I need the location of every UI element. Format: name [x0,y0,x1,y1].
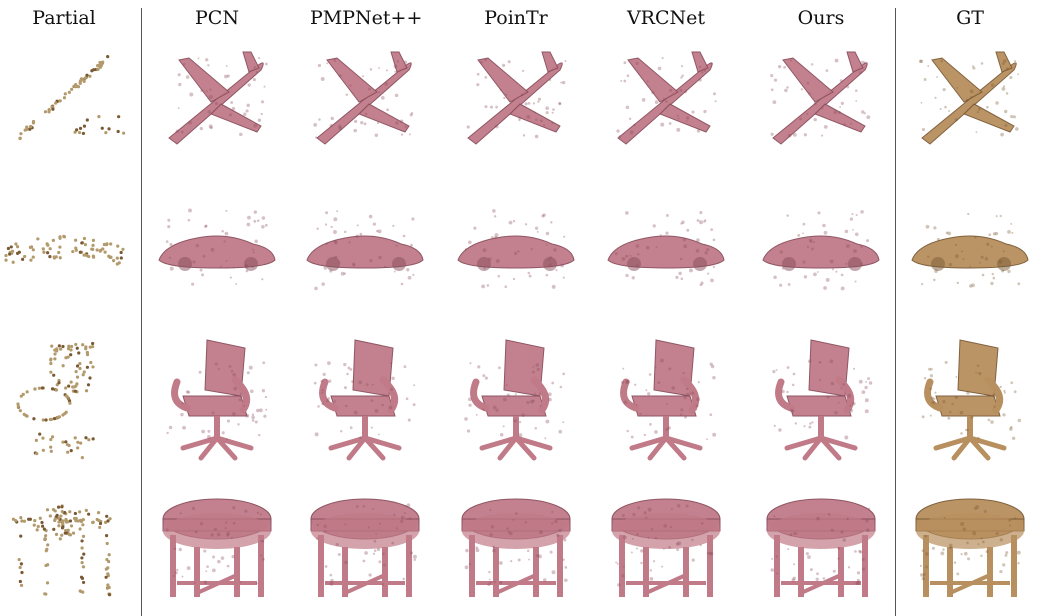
cell-chair-pointr [464,339,566,461]
cell-car-gt [911,212,1029,288]
header-pcn: PCN [195,7,239,29]
cell-chair-pmpnet [313,339,416,461]
column-separator-left [141,8,142,616]
cell-airplane-vrcnet [616,51,717,145]
cell-airplane-gt [918,51,1019,145]
cell-table-vrcnet [611,498,721,597]
cell-car-ours [762,210,880,291]
cell-airplane-pmpnet [313,51,414,145]
cell-table-partial [11,504,112,597]
cell-car-pointr [457,209,575,289]
cell-car-pcn [158,208,276,286]
cell-table-pmpnet [310,498,420,597]
cell-car-partial [4,234,125,266]
cell-chair-pcn [166,339,268,461]
cell-chair-vrcnet [620,339,717,461]
header-vrcnet: VRCNet [626,7,706,29]
cell-airplane-pointr [466,51,567,145]
column-separator-right [895,8,896,616]
header-pointr: PoinTr [484,7,548,29]
cell-airplane-ours [770,51,871,145]
cell-airplane-pcn [168,51,268,145]
cell-table-pcn [162,498,272,597]
cell-chair-gt [921,339,1022,461]
cell-table-pointr [461,498,571,597]
header-pmpnet: PMPNet++ [310,7,423,29]
header-ours: Ours [797,7,845,29]
cell-car-pmpnet [306,210,424,291]
cell-chair-ours [772,339,873,461]
cell-table-ours [766,498,876,597]
cell-airplane-partial [18,55,126,141]
header-gt: GT [956,7,984,29]
cell-table-gt [915,498,1025,597]
cell-car-vrcnet [607,211,725,287]
header-partial: Partial [32,7,96,29]
cell-chair-partial [16,341,95,460]
